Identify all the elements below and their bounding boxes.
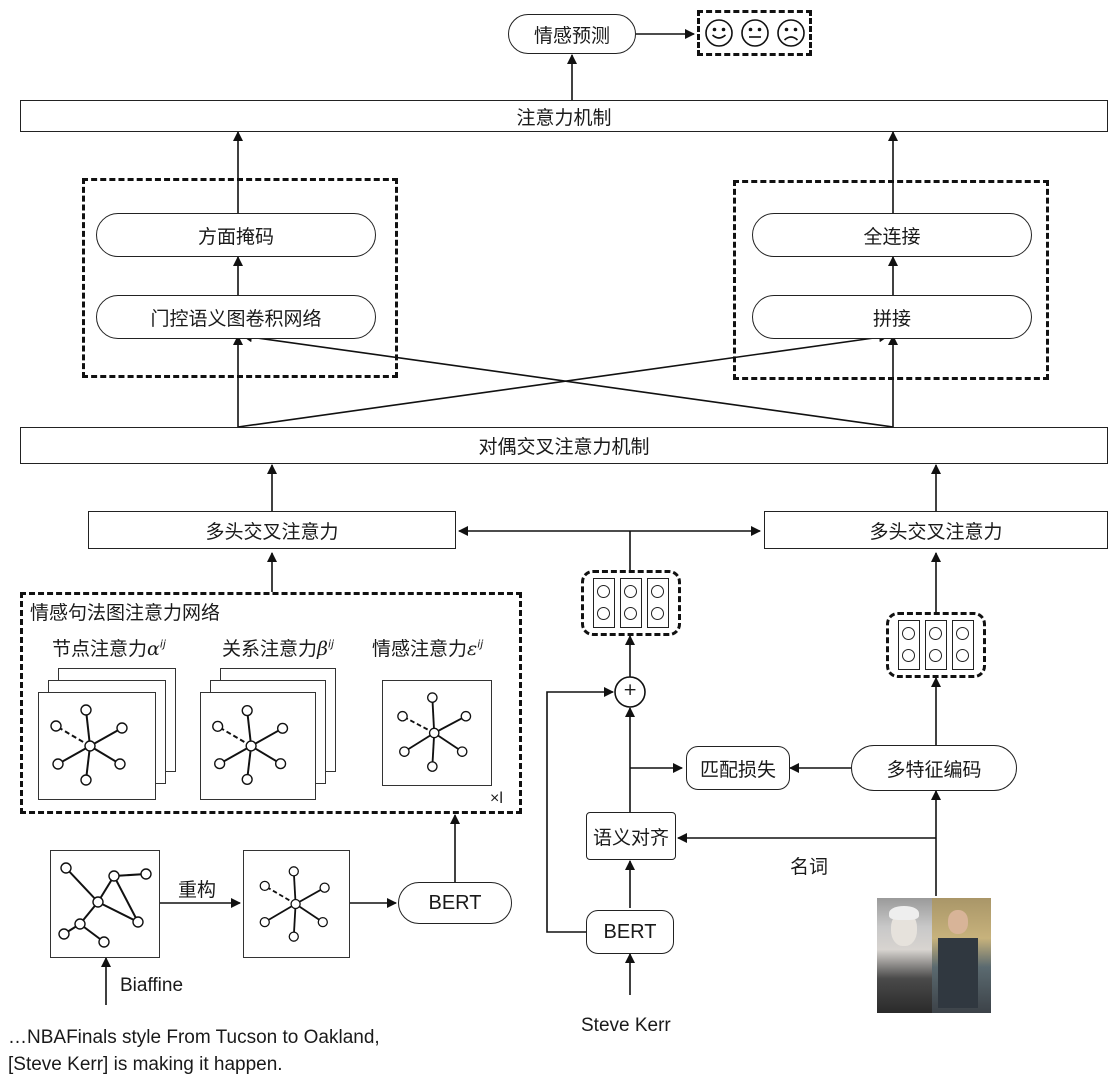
dependency-graph-icon xyxy=(50,850,160,958)
dual-cross-attention-label: 对偶交叉注意力机制 xyxy=(478,432,649,459)
bert-label-left: BERT xyxy=(429,892,482,915)
vector-dot xyxy=(956,649,969,662)
aspect-mask-label: 方面掩码 xyxy=(198,222,274,249)
right-branch-group xyxy=(733,180,1049,380)
input-sentence-line2: [Steve Kerr] is making it happen. xyxy=(8,1054,283,1076)
vector-dot xyxy=(902,627,915,640)
sentiment-prediction-label: 情感预测 xyxy=(534,21,610,48)
input-sentence-line1: …NBAFinals style From Tucson to Oakland, xyxy=(8,1027,380,1049)
relation-attention-heading: 关系注意力βij xyxy=(222,634,334,661)
entity-photo-color xyxy=(932,898,991,1013)
fully-connected-label: 全连接 xyxy=(863,222,920,249)
beta-superscript: ij xyxy=(328,638,334,651)
biaffine-label: Biaffine xyxy=(120,975,183,997)
entity-photo-grayscale xyxy=(877,898,932,1013)
reconstructed-star-graph-icon xyxy=(243,850,350,958)
positive-face-icon xyxy=(704,18,734,48)
relation-attention-label: 关系注意力 xyxy=(222,638,317,660)
epsilon-symbol: ε xyxy=(467,638,477,660)
bert-box-left: BERT xyxy=(398,882,512,924)
semantic-align-box: 语义对齐 xyxy=(586,812,676,860)
match-loss-label: 匹配损失 xyxy=(700,755,776,782)
right-mhca-label: 多头交叉注意力 xyxy=(869,517,1002,544)
fully-connected-box: 全连接 xyxy=(752,213,1032,257)
bert-box-middle: BERT xyxy=(586,910,674,954)
bert-label-middle: BERT xyxy=(604,921,657,944)
vector-dot xyxy=(597,607,610,620)
multi-feature-encoding-label: 多特征编码 xyxy=(886,755,981,782)
emotion-attention-star-graph-icon xyxy=(382,680,492,786)
left-mhca-label: 多头交叉注意力 xyxy=(205,517,338,544)
node-attention-star-graph-icon xyxy=(38,692,156,800)
noun-label: 名词 xyxy=(790,852,828,879)
multi-feature-encoding-box: 多特征编码 xyxy=(851,745,1017,791)
alpha-symbol: α xyxy=(147,638,160,660)
alpha-superscript: ij xyxy=(160,638,166,651)
vector-dot xyxy=(597,585,610,598)
semantic-align-label: 语义对齐 xyxy=(593,823,669,850)
vector-dot xyxy=(929,627,942,640)
sentiment-graph-title: 情感句法图注意力网络 xyxy=(30,598,220,625)
left-mhca-box: 多头交叉注意力 xyxy=(88,511,456,549)
beta-symbol: β xyxy=(317,638,328,660)
epsilon-superscript: ij xyxy=(477,638,483,651)
vector-dot xyxy=(624,607,637,620)
vector-dot xyxy=(929,649,942,662)
attention-mechanism-bar: 注意力机制 xyxy=(20,100,1108,132)
match-loss-box: 匹配损失 xyxy=(686,746,790,790)
emotion-attention-label: 情感注意力 xyxy=(372,638,467,660)
gated-gcn-box: 门控语义图卷积网络 xyxy=(96,295,376,339)
vector-dot xyxy=(651,585,664,598)
sentiment-prediction-box: 情感预测 xyxy=(508,14,636,54)
vector-dot xyxy=(624,585,637,598)
attention-mechanism-label: 注意力机制 xyxy=(516,103,611,130)
gated-gcn-label: 门控语义图卷积网络 xyxy=(150,304,321,331)
concat-label: 拼接 xyxy=(873,304,911,331)
layer-repeat-label: ×l xyxy=(490,790,503,808)
plus-symbol: + xyxy=(623,680,637,700)
entity-label: Steve Kerr xyxy=(581,1015,671,1037)
emotion-attention-heading: 情感注意力εij xyxy=(372,634,483,661)
node-attention-label: 节点注意力 xyxy=(52,638,147,660)
concat-box: 拼接 xyxy=(752,295,1032,339)
vector-dot xyxy=(651,607,664,620)
vector-dot xyxy=(902,649,915,662)
left-branch-group xyxy=(82,178,398,378)
negative-face-icon xyxy=(776,18,806,48)
vector-dot xyxy=(956,627,969,640)
aspect-mask-box: 方面掩码 xyxy=(96,213,376,257)
dual-cross-attention-bar: 对偶交叉注意力机制 xyxy=(20,427,1108,464)
neutral-face-icon xyxy=(740,18,770,48)
right-mhca-box: 多头交叉注意力 xyxy=(764,511,1108,549)
relation-attention-star-graph-icon xyxy=(200,692,316,800)
node-attention-heading: 节点注意力αij xyxy=(52,634,166,661)
reconstruct-label: 重构 xyxy=(178,875,216,902)
